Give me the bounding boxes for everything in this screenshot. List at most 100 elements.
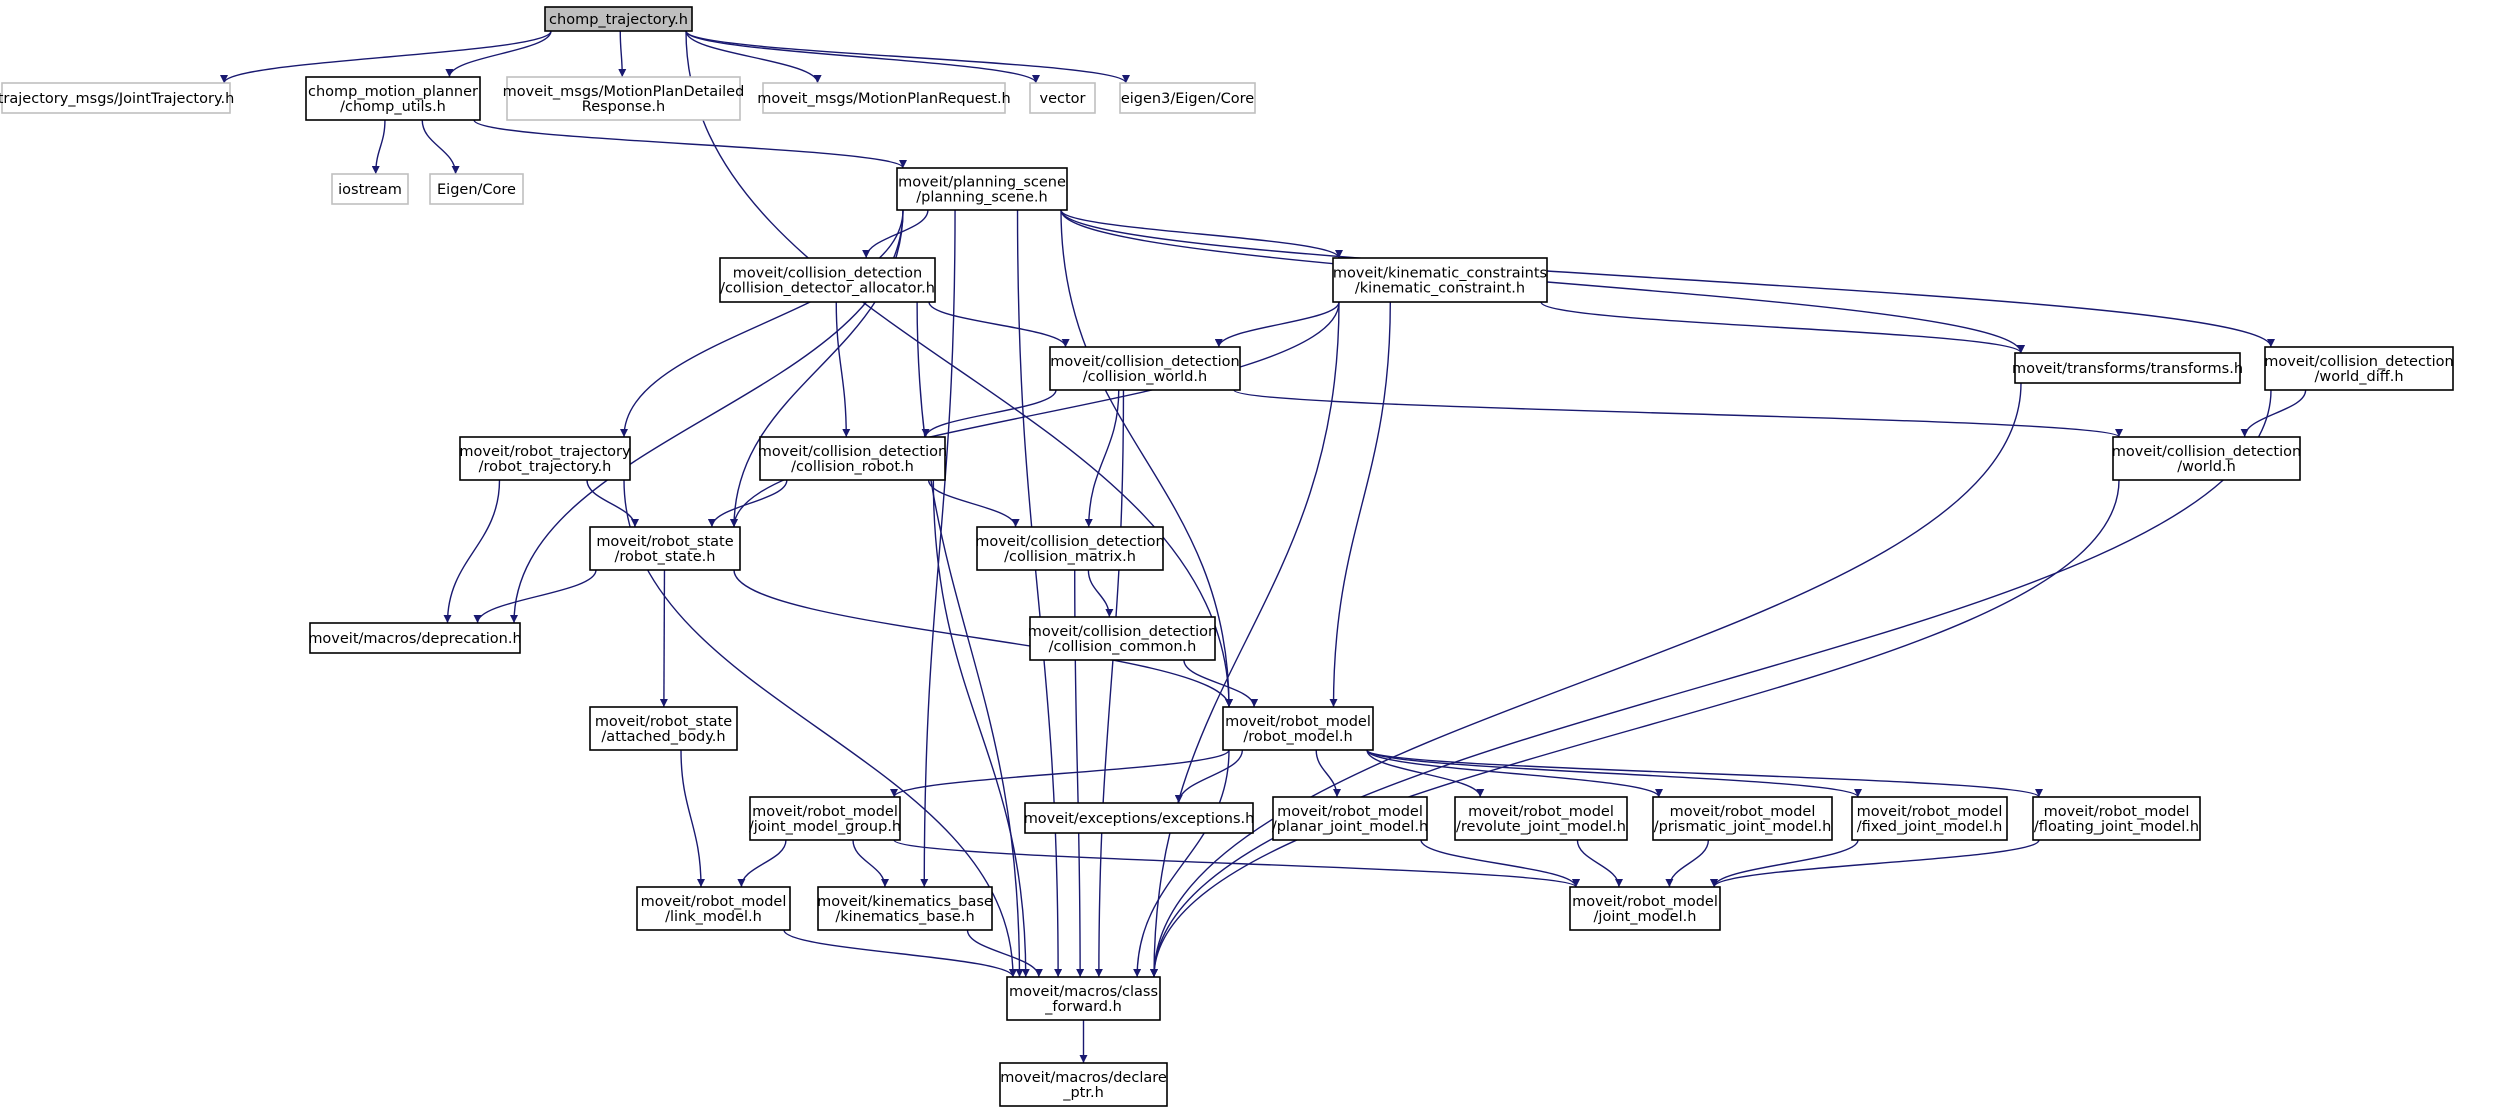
node-label: moveit/robot_model — [752, 804, 898, 820]
edges-layer — [220, 30, 2307, 1063]
node-label: /fixed_joint_model.h — [1857, 819, 2003, 835]
node-label: /collision_robot.h — [791, 459, 914, 475]
node-label: chomp_trajectory.h — [549, 12, 688, 28]
node-box — [999, 1062, 1168, 1107]
node-label: Response.h — [582, 99, 665, 115]
node-label: moveit/robot_state — [596, 534, 733, 550]
node-robot-model[interactable]: moveit/robot_model/robot_model.h — [1222, 706, 1374, 751]
node-collision-world[interactable]: moveit/collision_detection/collision_wor… — [1049, 346, 1241, 391]
node-prismatic[interactable]: moveit/robot_model/prismatic_joint_model… — [1652, 796, 1833, 841]
node-box — [2264, 346, 2454, 391]
node-label: /kinematics_base.h — [835, 909, 974, 925]
edge-root-to-robot-model — [685, 30, 1233, 708]
node-jmg[interactable]: moveit/robot_model/joint_model_group.h — [749, 796, 901, 841]
node-label: /joint_model_group.h — [749, 819, 901, 835]
edge-chomp-utils-to-eigencore — [421, 119, 460, 175]
node-robot-trajectory[interactable]: moveit/robot_trajectory/robot_trajectory… — [459, 436, 631, 481]
node-link-model[interactable]: moveit/robot_model/link_model.h — [636, 886, 791, 931]
edge-robot-model-to-prismatic — [1366, 749, 1663, 798]
node-fixed[interactable]: moveit/robot_model/fixed_joint_model.h — [1851, 796, 2008, 841]
node-box — [1652, 796, 1833, 841]
edge-world-to-class-forward — [1150, 479, 2120, 978]
node-deprecation[interactable]: moveit/macros/deprecation.h — [308, 622, 522, 654]
edge-prismatic-to-joint-model — [1665, 839, 1710, 888]
node-label: /world.h — [2177, 459, 2236, 475]
node-declare-ptr[interactable]: moveit/macros/declare_ptr.h — [999, 1062, 1168, 1107]
node-robot-state[interactable]: moveit/robot_state/robot_state.h — [589, 526, 741, 571]
node-label: moveit/collision_detection — [758, 444, 947, 460]
edge-link-model-to-class-forward — [783, 929, 1017, 978]
node-box — [309, 622, 521, 654]
node-box — [459, 436, 631, 481]
node-label: trajectory_msgs/JointTrajectory.h — [0, 91, 234, 107]
node-box — [1454, 796, 1628, 841]
node-transforms[interactable]: moveit/transforms/transforms.h — [2012, 352, 2243, 384]
edge-world-diff-to-class-forward — [1150, 389, 2272, 978]
node-label: /link_model.h — [665, 909, 762, 925]
node-label: moveit/transforms/transforms.h — [2012, 361, 2243, 377]
node-kin-base[interactable]: moveit/kinematics_base/kinematics_base.h — [817, 886, 993, 931]
node-collision-common[interactable]: moveit/collision_detection/collision_com… — [1028, 616, 1217, 661]
node-collision-robot[interactable]: moveit/collision_detection/collision_rob… — [758, 436, 947, 481]
edge-cd-alloc-to-class-forward — [916, 301, 1024, 978]
node-label: moveit/robot_model — [1572, 894, 1718, 910]
edge-collision-world-to-collision-matrix — [1084, 389, 1120, 528]
edge-robot-state-to-deprecation — [473, 569, 597, 624]
node-label: moveit_msgs/MotionPlanRequest.h — [757, 91, 1011, 107]
node-label: moveit/kinematic_constraints — [1333, 266, 1547, 282]
edge-collision-robot-to-class-forward — [932, 479, 1030, 978]
nodes-layer: chomp_trajectory.h trajectory_msgs/JointT… — [0, 6, 2454, 1107]
node-world[interactable]: moveit/collision_detection/world.h — [2112, 436, 2301, 481]
edge-robot-model-to-fixed — [1366, 749, 1862, 798]
node-root[interactable]: chomp_trajectory.h — [544, 6, 693, 32]
edge-chomp-utils-to-planning-scene — [473, 119, 907, 169]
node-floating[interactable]: moveit/robot_model/floating_joint_model.… — [2032, 796, 2201, 841]
node-kin-constraint[interactable]: moveit/kinematic_constraints/kinematic_c… — [1332, 257, 1548, 303]
node-collision-matrix[interactable]: moveit/collision_detection/collision_mat… — [975, 526, 1165, 571]
node-label: _ptr.h — [1062, 1085, 1104, 1101]
edge-root-to-mpr — [685, 30, 822, 84]
edge-kin-constraint-to-class-forward — [1150, 301, 1340, 978]
node-box — [1, 82, 231, 114]
edge-kin-base-to-class-forward — [966, 929, 1043, 978]
node-box — [1569, 886, 1721, 931]
node-chomp-utils[interactable]: chomp_motion_planner/chomp_utils.h — [305, 76, 481, 121]
node-label: /world_diff.h — [2314, 369, 2403, 385]
edge-robot-model-to-planar — [1315, 749, 1341, 798]
node-cd-alloc[interactable]: moveit/collision_detection/collision_det… — [719, 257, 936, 303]
edge-collision-world-to-class-forward — [1094, 389, 1125, 978]
node-mpr[interactable]: moveit_msgs/MotionPlanRequest.h — [757, 82, 1011, 114]
node-box — [1332, 257, 1548, 303]
edge-chomp-utils-to-iostream — [371, 119, 386, 175]
edge-attached-body-to-link-model — [680, 749, 705, 888]
edge-cd-alloc-to-collision-world — [928, 301, 1070, 348]
edge-collision-robot-to-robot-state — [707, 479, 788, 528]
node-box — [1029, 616, 1216, 661]
node-eigen3[interactable]: eigen3/Eigen/Core — [1119, 82, 1256, 114]
node-revolute[interactable]: moveit/robot_model/revolute_joint_model.… — [1454, 796, 1628, 841]
node-label: /floating_joint_model.h — [2034, 819, 2199, 835]
node-label: /robot_trajectory.h — [479, 459, 612, 475]
node-world-diff[interactable]: moveit/collision_detection/world_diff.h — [2264, 346, 2454, 391]
node-iostream[interactable]: iostream — [331, 173, 409, 205]
node-box — [719, 257, 936, 303]
node-exceptions[interactable]: moveit/exceptions/exceptions.h — [1024, 802, 1255, 834]
node-class-forward[interactable]: moveit/macros/class_forward.h — [1006, 976, 1161, 1021]
node-label: /robot_state.h — [615, 549, 716, 565]
node-planning-scene[interactable]: moveit/planning_scene/planning_scene.h — [896, 167, 1068, 211]
node-vector[interactable]: vector — [1029, 82, 1096, 114]
node-box — [1029, 82, 1096, 114]
node-label: Eigen/Core — [437, 182, 516, 198]
node-label: /planar_joint_model.h — [1272, 819, 1428, 835]
node-label: moveit/robot_model — [1277, 804, 1423, 820]
node-attached-body[interactable]: moveit/robot_state/attached_body.h — [589, 706, 738, 751]
node-traj-msgs[interactable]: trajectory_msgs/JointTrajectory.h — [0, 82, 234, 114]
node-label: iostream — [338, 182, 402, 198]
node-joint-model[interactable]: moveit/robot_model/joint_model.h — [1569, 886, 1721, 931]
edge-robot-model-to-floating — [1366, 749, 2043, 798]
node-planar[interactable]: moveit/robot_model/planar_joint_model.h — [1272, 796, 1428, 841]
node-eigencore[interactable]: Eigen/Core — [429, 173, 524, 205]
node-label: /attached_body.h — [601, 729, 725, 745]
node-label: moveit/collision_detection — [1050, 354, 1239, 370]
